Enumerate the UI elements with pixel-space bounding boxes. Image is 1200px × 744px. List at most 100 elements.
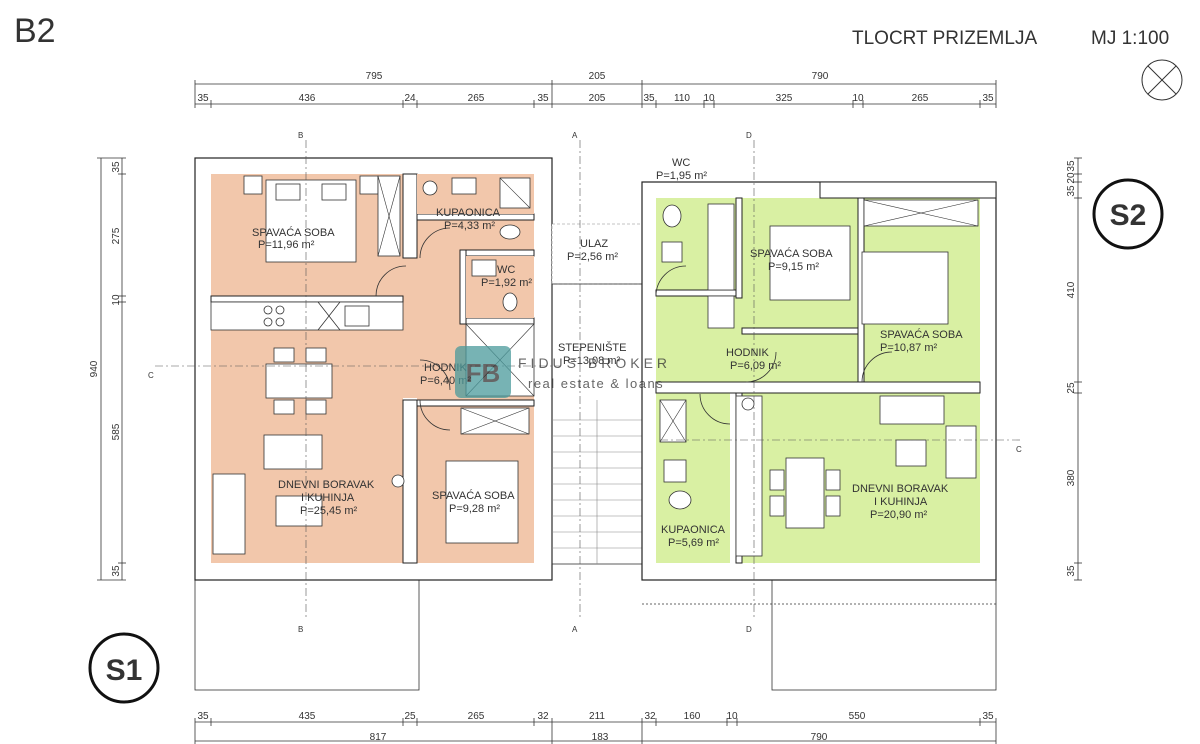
building-label: B2: [14, 12, 56, 50]
unit-s1: [194, 157, 553, 581]
room-label: ULAZ: [580, 238, 608, 250]
terrace-s1: [194, 579, 420, 691]
plan-scale: MJ 1:100: [1091, 28, 1169, 49]
dim-top-inner: 10: [703, 93, 715, 104]
dim-bottom-inner: 435: [299, 711, 316, 722]
dim-top-inner: 35: [982, 93, 994, 104]
room-labels: SPAVAĆA SOBA P=11,96 m² KUPAONICA P=4,33…: [252, 157, 963, 549]
dim-top-inner: 110: [674, 93, 690, 104]
room-label: SPAVAĆA SOBA: [432, 489, 515, 502]
kitchen-counter-s2: [735, 395, 763, 557]
svg-text:S2: S2: [1110, 199, 1147, 232]
unit-s2: [641, 181, 997, 581]
dim-bottom-inner: 10: [726, 711, 738, 722]
room-label: SPAVAĆA SOBA: [750, 247, 833, 260]
dim-left-outer: 940: [89, 360, 100, 377]
dim-bottom-inner: 25: [404, 711, 416, 722]
room-label: DNEVNI BORAVAK: [852, 483, 949, 495]
bed-s2-2: [861, 251, 949, 325]
dim-bottom-inner: 160: [684, 711, 701, 722]
dim-right-inner: 20: [1066, 172, 1077, 184]
svg-text:S1: S1: [106, 654, 143, 687]
dining-table-s2: [785, 457, 825, 529]
room-label: SPAVAĆA SOBA: [252, 226, 335, 239]
watermark: FB FIDUS BROKER real estate & loans: [455, 346, 667, 398]
dim-bottom-inner: 35: [197, 711, 209, 722]
room-area: P=1,92 m²: [481, 277, 532, 289]
dim-right-inner: 25: [1066, 382, 1077, 394]
dim-bottom-outer: 183: [592, 732, 609, 743]
bottom-dimensions: 35 435 25 265 32 211 32 160 10 550 35 81…: [194, 711, 997, 744]
room-area: P=13,08 m²: [563, 355, 621, 367]
room-label: I KUHINJA: [874, 496, 928, 508]
dim-top-outer-3: 790: [812, 71, 829, 82]
svg-text:D: D: [746, 131, 752, 140]
svg-text:C: C: [148, 371, 154, 380]
dim-bottom-inner: 550: [849, 711, 866, 722]
bed-s2-1: [769, 225, 851, 301]
dim-bottom-inner: 32: [537, 711, 549, 722]
watermark-tagline: real estate & loans: [528, 376, 664, 391]
dim-bottom-inner: 32: [644, 711, 656, 722]
room-area: P=5,69 m²: [668, 537, 719, 549]
dim-top-inner: 205: [589, 93, 606, 104]
room-area: P=9,15 m²: [768, 261, 819, 273]
stair-core: [551, 140, 643, 620]
svg-text:B: B: [298, 625, 303, 634]
room-label: WC: [497, 264, 515, 276]
room-area: P=2,56 m²: [567, 251, 618, 263]
dim-top-inner: 265: [912, 93, 929, 104]
left-dimensions: 35 275 10 585 35 940: [89, 157, 126, 581]
tv-unit-s1: [263, 434, 323, 470]
room-area: P=4,33 m²: [444, 220, 495, 232]
dim-top-inner: 436: [299, 93, 316, 104]
dim-left-inner: 585: [111, 423, 122, 440]
dim-top-inner: 325: [776, 93, 793, 104]
svg-text:C: C: [1016, 445, 1022, 454]
terrace-s2: [771, 579, 997, 691]
dim-left-inner: 10: [111, 294, 122, 306]
unit-marker-s1: S1: [88, 632, 160, 704]
room-label: STEPENIŠTE: [558, 341, 626, 354]
dim-top-inner: 35: [197, 93, 209, 104]
dim-bottom-inner: 35: [982, 711, 994, 722]
room-label: DNEVNI BORAVAK: [278, 479, 375, 491]
dim-right-inner: 35: [1066, 185, 1077, 197]
room-area: P=11,96 m²: [258, 239, 315, 251]
section-markers: B A D B A D C C: [148, 131, 1022, 634]
dim-top-outer-2: 205: [589, 71, 606, 82]
dim-top-inner: 265: [468, 93, 485, 104]
room-area: P=25,45 m²: [300, 505, 358, 517]
room-label: SPAVAĆA SOBA: [880, 328, 963, 341]
dim-top-inner: 35: [537, 93, 549, 104]
north-arrow-icon: [1141, 59, 1183, 101]
right-dimensions: 35 20 35 410 25 380 35: [1066, 157, 1082, 581]
bed-s1-2: [445, 460, 519, 544]
svg-text:A: A: [572, 625, 578, 634]
dim-top-inner: 10: [852, 93, 864, 104]
dim-bottom-inner: 211: [589, 711, 605, 722]
kitchen-counter: [210, 301, 404, 331]
dim-bottom-outer: 817: [370, 732, 387, 743]
dim-left-inner: 275: [111, 227, 122, 244]
room-label: WC: [672, 157, 690, 169]
plan-title: TLOCRT PRIZEMLJA: [852, 28, 1037, 49]
room-label: HODNIK: [726, 347, 769, 359]
dim-bottom-inner: 265: [468, 711, 485, 722]
dim-left-inner: 35: [111, 565, 122, 577]
watermark-logo: FB: [466, 358, 501, 388]
room-area: P=10,87 m²: [880, 342, 938, 354]
sofa-s1: [212, 473, 246, 555]
room-area: P=9,28 m²: [449, 503, 500, 515]
room-area: P=6,09 m²: [730, 360, 781, 372]
unit-marker-s2: S2: [1092, 178, 1164, 250]
dim-right-inner: 410: [1066, 281, 1077, 298]
dim-right-inner: 35: [1066, 565, 1077, 577]
room-label: KUPAONICA: [661, 524, 726, 536]
sofa-s2: [945, 425, 977, 479]
room-area: P=20,90 m²: [870, 509, 928, 521]
svg-text:A: A: [572, 131, 578, 140]
dim-right-inner: 380: [1066, 469, 1077, 486]
room-label: I KUHINJA: [301, 492, 355, 504]
